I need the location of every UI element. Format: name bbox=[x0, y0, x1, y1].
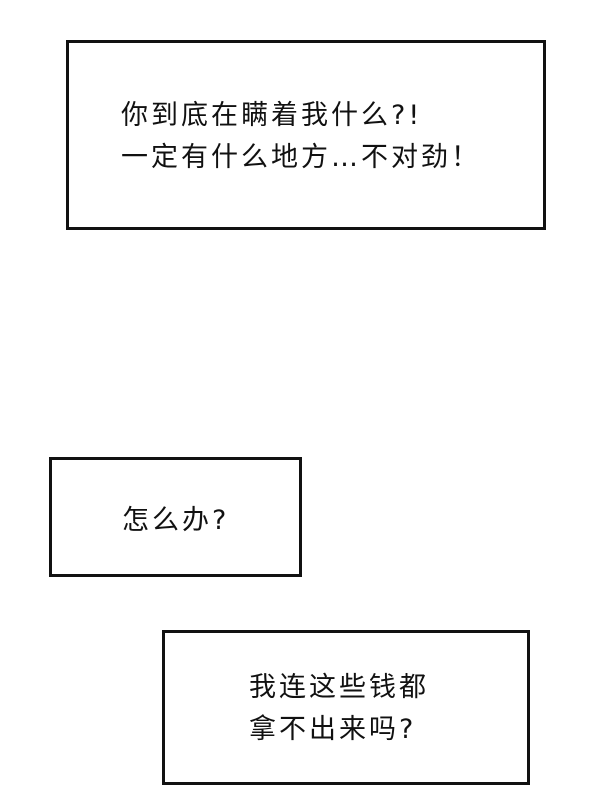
caption-line: 我连这些钱都 bbox=[249, 672, 429, 703]
caption-line: 拿不出来吗? bbox=[249, 714, 417, 745]
caption-line: 怎么办? bbox=[122, 505, 230, 536]
caption-line: 一定有什么地方…不对劲！ bbox=[121, 142, 481, 173]
caption-box-2: 怎么办? bbox=[49, 457, 302, 577]
caption-box-3: 我连这些钱都 拿不出来吗? bbox=[162, 630, 530, 785]
caption-line: 你到底在瞒着我什么?! bbox=[121, 100, 423, 131]
caption-text-3: 我连这些钱都 拿不出来吗? bbox=[249, 667, 429, 751]
caption-box-1: 你到底在瞒着我什么?! 一定有什么地方…不对劲！ bbox=[66, 40, 546, 230]
caption-text-1: 你到底在瞒着我什么?! 一定有什么地方…不对劲！ bbox=[121, 95, 481, 179]
caption-text-2: 怎么办? bbox=[122, 500, 229, 542]
